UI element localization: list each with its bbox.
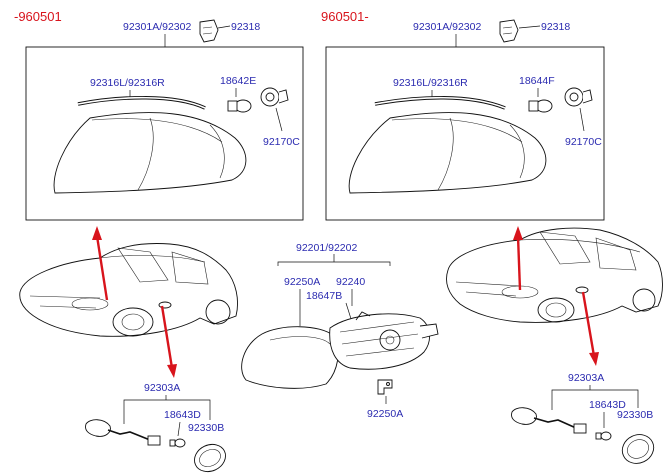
left-corner-lamp-part [53,96,247,194]
left-bulb-label: 18642E [220,75,256,87]
headlamp-lens-part [241,326,339,389]
left-holder-label: 92170C [263,136,300,148]
right-panel-range: 960501- [321,9,369,24]
bracket-b-label: 92250A [367,408,403,420]
left-side-marker-group: 92303A 18643D 92330B [85,382,226,473]
left-pointer-arrows [92,226,177,378]
left-side-lens-part [194,443,226,473]
right-corner-lamp-part [348,96,547,194]
left-socket-part [199,19,219,43]
right-holder-part [564,87,593,107]
left-corner-lamp-panel: -960501 92301A/92302 92318 92316L/92316R… [14,9,304,221]
right-corner-lamp-panel: 960501- 92301A/92302 92318 92316L/92316R… [321,9,605,221]
left-socket-label: 92318 [231,21,260,33]
right-car-illustration [446,227,663,323]
right-side-marker-group: 92303A 18643D 92330B [511,372,655,464]
left-side-bulb-part [169,438,186,448]
bracket-b-part [377,379,393,395]
left-holder-part [260,87,289,107]
left-side-assembly-label: 92303A [144,382,180,394]
right-socket-label: 92318 [541,21,570,33]
right-side-lens-label: 92330B [617,409,653,421]
right-side-lens-part [621,434,655,464]
headlamp-housing-part [329,311,439,370]
right-side-assembly-label: 92303A [568,372,604,384]
left-side-socket-part [85,419,161,446]
left-panel-frame [25,46,304,221]
right-lens-label: 92316L/92316R [393,77,468,89]
bracket-a-label: 92250A [284,276,320,288]
right-pointer-arrows [513,226,599,366]
left-side-lens-label: 92330B [188,422,224,434]
right-side-bulb-label: 18643D [589,399,626,411]
center-bulb-label: 18647B [306,290,342,302]
adjuster-label: 92240 [336,276,365,288]
left-assembly-label: 92301A/92302 [123,21,191,33]
right-side-socket-part [511,407,587,434]
right-side-bulb-part [595,431,612,441]
left-panel-range: -960501 [14,9,62,24]
left-side-bulb-label: 18643D [164,409,201,421]
right-bulb-part [528,99,553,113]
left-lens-label: 92316L/92316R [90,77,165,89]
right-bulb-label: 18644F [519,75,555,87]
center-headlamp-group: 92201/92202 92250A 92240 18647B 92250A [241,242,439,420]
right-holder-label: 92170C [565,136,602,148]
right-assembly-label: 92301A/92302 [413,21,481,33]
headlamp-label: 92201/92202 [296,242,357,254]
left-bulb-part [227,99,252,113]
right-socket-part [499,19,519,43]
right-panel-frame [325,46,605,221]
left-car-illustration [19,243,238,337]
